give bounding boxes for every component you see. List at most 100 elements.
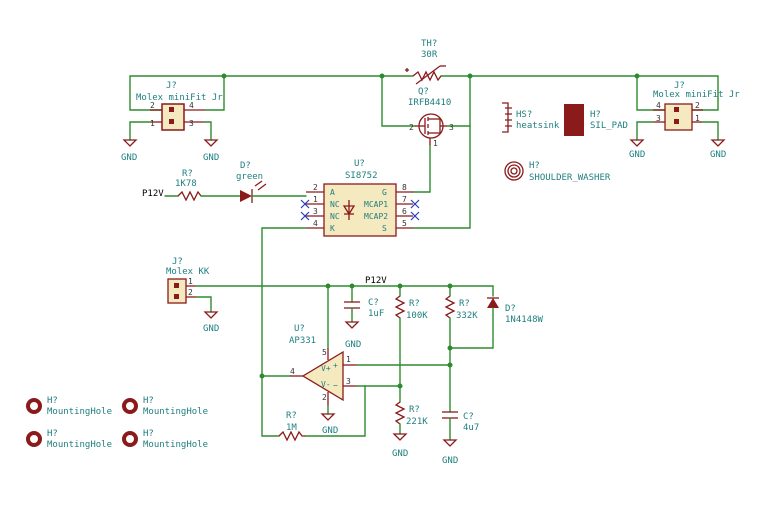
svg-text:SI8752: SI8752 — [345, 171, 378, 181]
svg-text:Q?: Q? — [418, 87, 429, 97]
svg-text:3: 3 — [656, 114, 661, 123]
svg-text:GND: GND — [629, 150, 645, 160]
resistor-100k: R? 100K — [394, 295, 428, 403]
svg-text:1: 1 — [346, 355, 351, 364]
svg-text:H?: H? — [590, 110, 601, 120]
svg-text:H?: H? — [143, 429, 154, 439]
resistor-332k: R? 332K — [444, 295, 478, 413]
svg-text:H?: H? — [47, 429, 58, 439]
mounting-hole-1: H? MountingHole — [26, 396, 112, 417]
svg-text:NC: NC — [330, 212, 340, 221]
opamp-ap331: U? AP331 4 1 3 5 2 + − V+ V- GND — [289, 324, 451, 437]
heatsink-hs: HS? heatsink — [502, 102, 560, 133]
svg-text:GND: GND — [203, 153, 219, 163]
svg-text:1M: 1M — [286, 423, 297, 433]
k-to-opamp-wiring — [259, 227, 307, 437]
resistor-1m: R? 1M — [278, 411, 305, 442]
svg-text:SHOULDER_WASHER: SHOULDER_WASHER — [529, 173, 611, 183]
capacitor-4u7: C? 4u7 GND — [442, 411, 479, 466]
diode-1n4148w: D? 1N4148W — [449, 297, 544, 349]
svg-text:green: green — [236, 172, 263, 182]
svg-text:+: + — [333, 361, 338, 370]
svg-text:G: G — [382, 188, 387, 197]
svg-text:1: 1 — [433, 139, 438, 148]
svg-text:MountingHole: MountingHole — [143, 440, 208, 450]
svg-text:4: 4 — [290, 367, 295, 376]
svg-text:GND: GND — [392, 449, 408, 459]
svg-text:2: 2 — [322, 393, 327, 402]
svg-text:4: 4 — [313, 219, 318, 228]
svg-text:2: 2 — [695, 101, 700, 110]
svg-text:7: 7 — [402, 195, 407, 204]
svg-text:3: 3 — [313, 207, 318, 216]
svg-text:R?: R? — [459, 299, 470, 309]
svg-text:IRFB4410: IRFB4410 — [408, 98, 451, 108]
svg-text:4u7: 4u7 — [463, 423, 479, 433]
svg-text:V+: V+ — [321, 364, 331, 373]
svg-text:2: 2 — [409, 123, 414, 132]
svg-text:2: 2 — [313, 183, 318, 192]
mounting-hole-2: H? MountingHole — [122, 396, 208, 417]
svg-text:U?: U? — [294, 324, 305, 334]
svg-text:H?: H? — [143, 396, 154, 406]
svg-text:3: 3 — [449, 123, 454, 132]
svg-text:MountingHole: MountingHole — [47, 407, 112, 417]
svg-text:TH?: TH? — [421, 39, 437, 49]
svg-text:J?: J? — [166, 81, 177, 91]
svg-text:R?: R? — [286, 411, 297, 421]
svg-text:SIL_PAD: SIL_PAD — [590, 121, 628, 131]
sil-pad: H? SIL_PAD — [564, 104, 628, 136]
p12v-rail: P12V — [195, 276, 494, 349]
svg-text:8: 8 — [402, 183, 407, 192]
shoulder-washer: H? SHOULDER_WASHER — [504, 161, 611, 183]
svg-text:MCAP2: MCAP2 — [364, 212, 388, 221]
svg-text:1N4148W: 1N4148W — [505, 315, 544, 325]
svg-text:221K: 221K — [406, 417, 428, 427]
mounting-hole-3: H? MountingHole — [26, 429, 112, 450]
svg-text:100K: 100K — [406, 311, 428, 321]
svg-text:S: S — [382, 224, 387, 233]
svg-text:1: 1 — [150, 119, 155, 128]
svg-text:GND: GND — [203, 324, 219, 334]
svg-text:3: 3 — [346, 377, 351, 386]
svg-text:Molex miniFit Jr: Molex miniFit Jr — [653, 90, 740, 100]
connector-j2: J? Molex miniFit Jr 4 2 3 1 GND GND — [629, 81, 740, 160]
resistor-221k: R? 221K GND — [392, 401, 428, 459]
svg-text:K: K — [330, 224, 335, 233]
svg-text:MountingHole: MountingHole — [143, 407, 208, 417]
svg-text:C?: C? — [463, 412, 474, 422]
svg-text:4: 4 — [656, 101, 661, 110]
svg-text:2: 2 — [188, 288, 193, 297]
top-wiring — [129, 73, 719, 229]
svg-text:4: 4 — [189, 101, 194, 110]
svg-text:GND: GND — [121, 153, 137, 163]
led-resistor: R? 1K78 P12V — [142, 169, 241, 202]
svg-text:MountingHole: MountingHole — [47, 440, 112, 450]
mosfet-q: Q? IRFB4410 2 3 1 — [408, 87, 454, 148]
svg-text:1: 1 — [695, 114, 700, 123]
svg-text:HS?: HS? — [516, 110, 532, 120]
svg-text:−: − — [333, 381, 338, 390]
svg-text:Molex KK: Molex KK — [166, 267, 210, 277]
thermistor-th: TH? 30R — [405, 39, 446, 85]
svg-text:30R: 30R — [421, 50, 438, 60]
svg-text:R?: R? — [409, 299, 420, 309]
svg-text:D?: D? — [505, 304, 516, 314]
svg-text:2: 2 — [150, 101, 155, 110]
svg-text:R?: R? — [409, 405, 420, 415]
svg-text:1: 1 — [188, 277, 193, 286]
svg-text:332K: 332K — [456, 311, 478, 321]
svg-text:GND: GND — [322, 426, 338, 436]
isolator-si8752: U? SI8752 2 1 3 4 A NC NC K 8 7 6 5 G MC… — [300, 159, 420, 237]
connector-j1: J? Molex miniFit Jr 2 4 1 3 GND GND — [121, 81, 223, 163]
mounting-hole-4: H? MountingHole — [122, 429, 208, 450]
svg-text:MCAP1: MCAP1 — [364, 200, 388, 209]
svg-text:6: 6 — [402, 207, 407, 216]
svg-text:V-: V- — [321, 380, 331, 389]
svg-text:D?: D? — [240, 161, 251, 171]
svg-text:P12V: P12V — [142, 189, 164, 199]
led-green: D? green — [236, 161, 307, 203]
svg-text:heatsink: heatsink — [516, 121, 560, 131]
svg-text:5: 5 — [322, 348, 327, 357]
